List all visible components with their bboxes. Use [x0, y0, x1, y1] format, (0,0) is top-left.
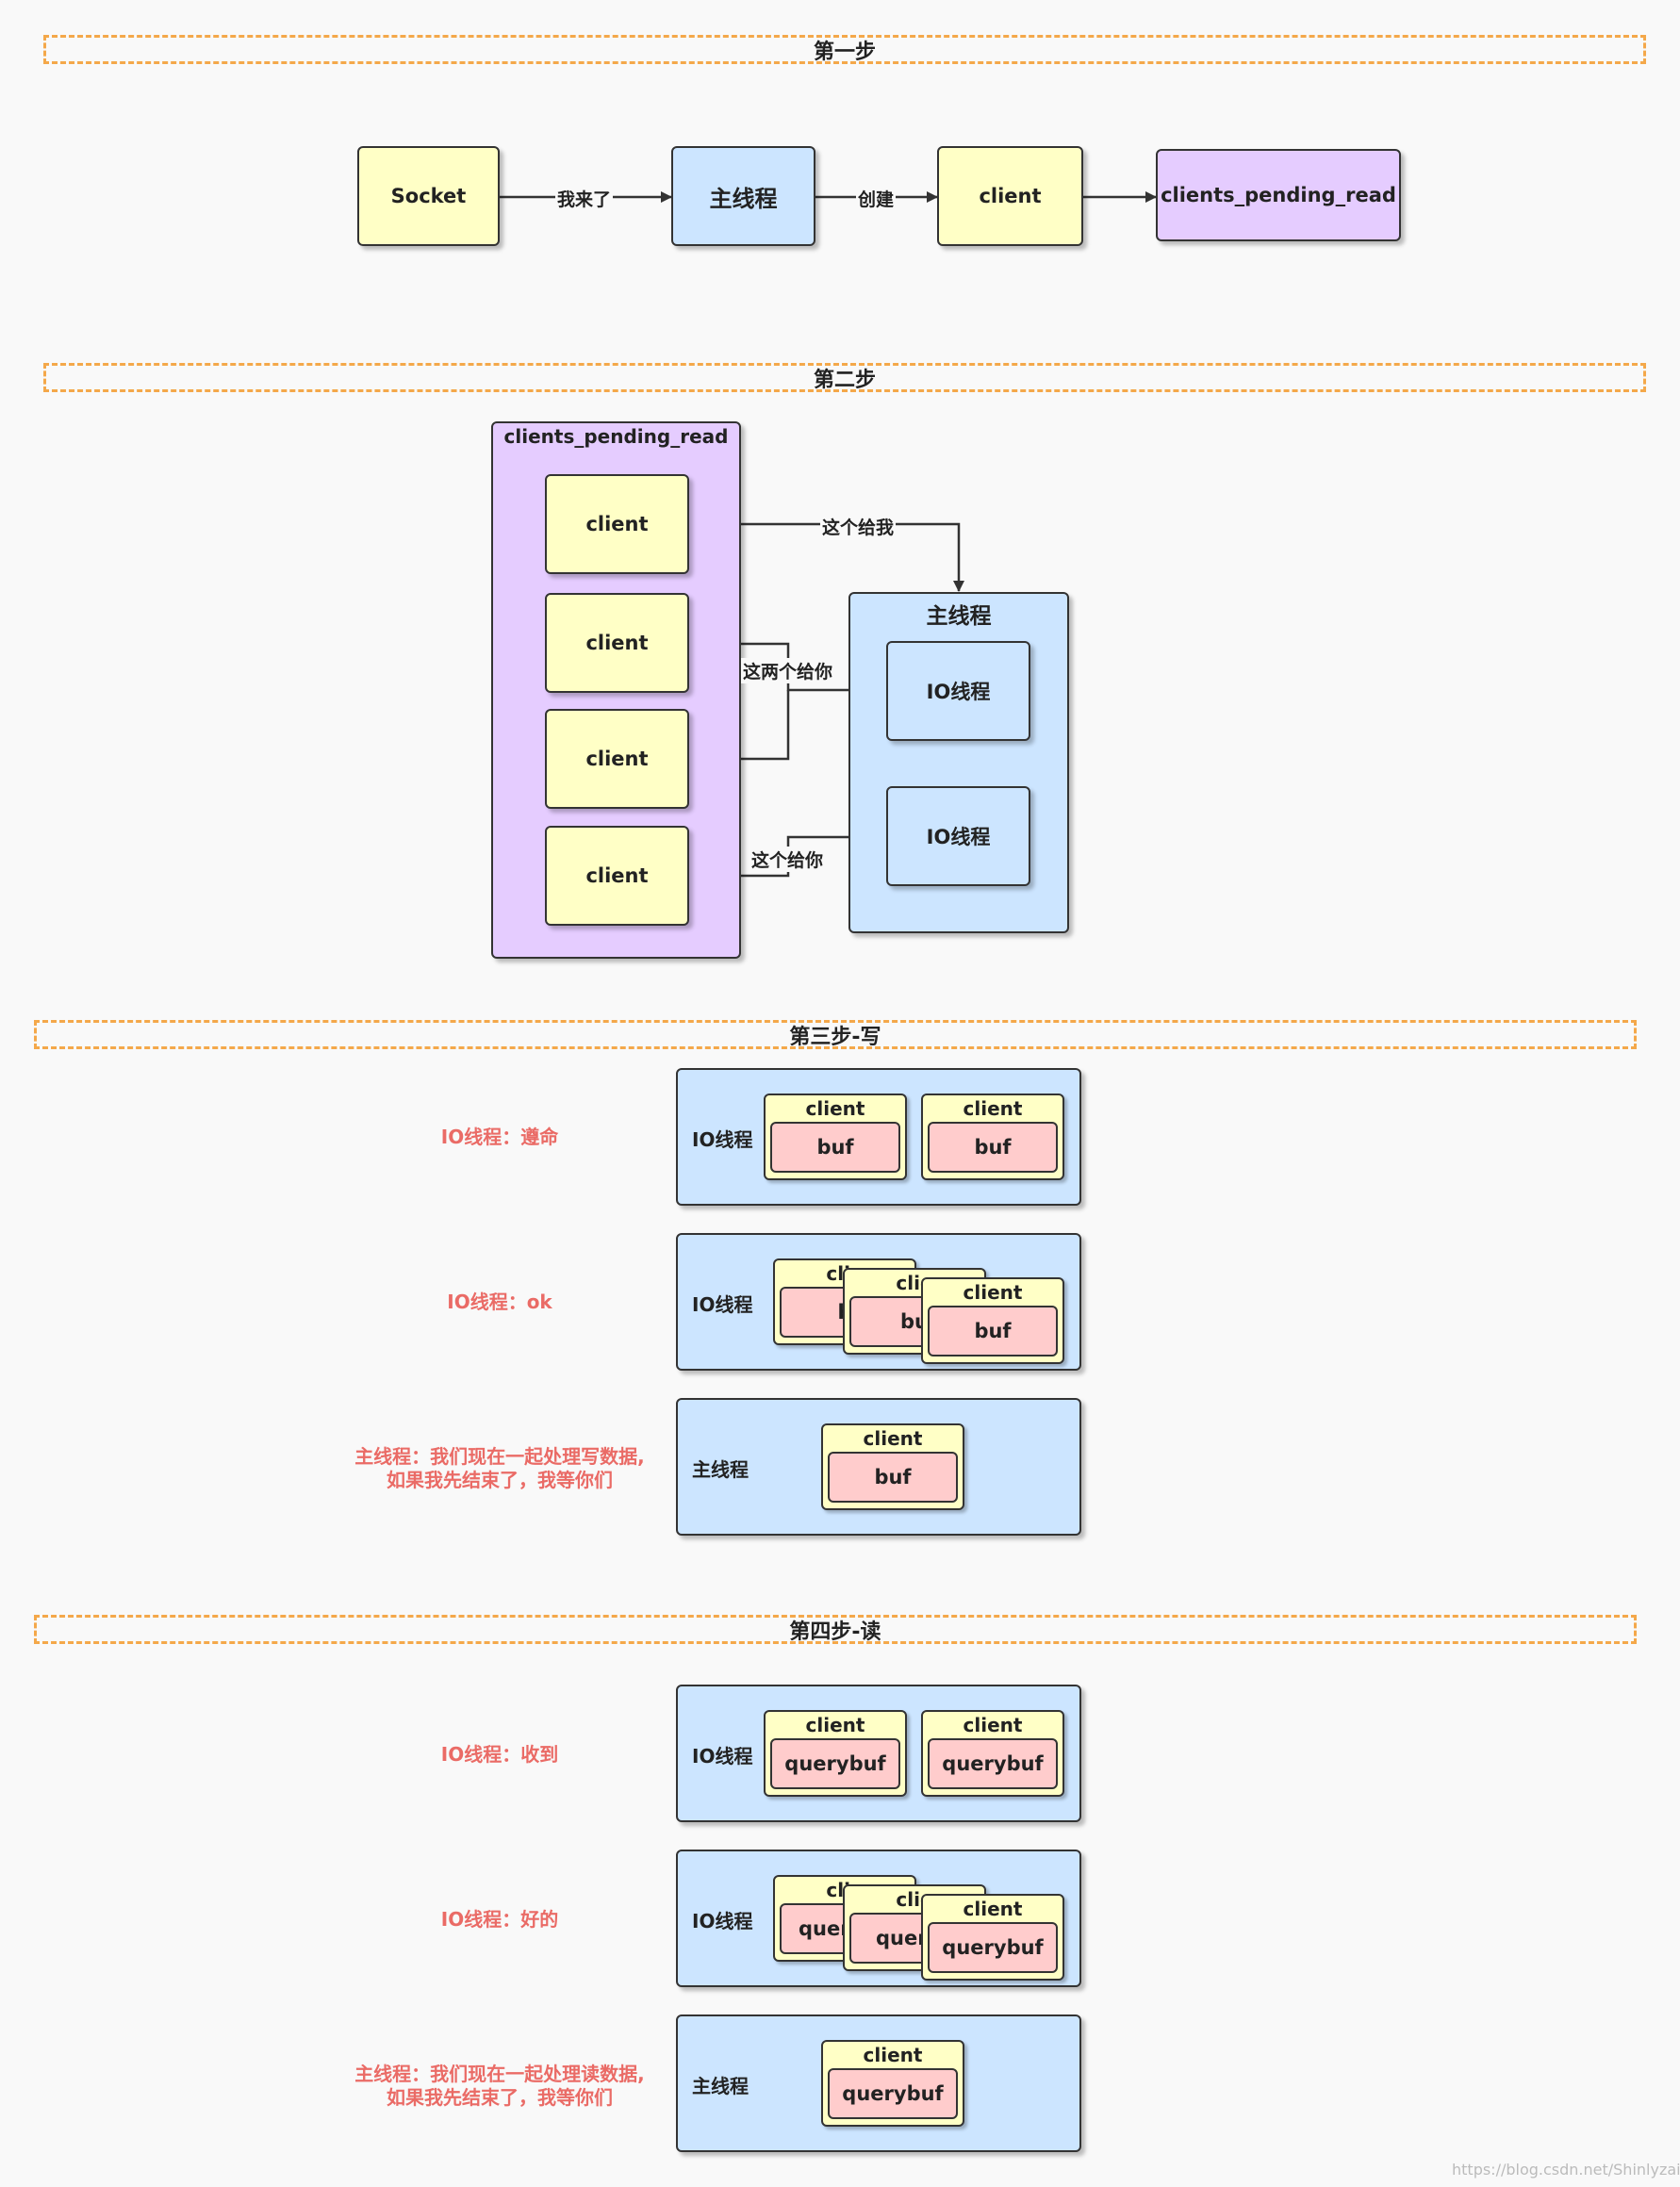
pending-read-title: clients_pending_read [503, 425, 729, 448]
querybuf-box: querybuf [928, 1922, 1058, 1973]
step3-header: 第三步-写 [34, 1020, 1637, 1049]
socket-node: Socket [357, 146, 500, 246]
client-card: client buf [764, 1094, 907, 1180]
client-item: client [545, 826, 689, 926]
pending-read-node: clients_pending_read [1156, 149, 1401, 241]
client-item: client [545, 593, 689, 693]
io-thread-node: IO线程 [886, 641, 1030, 741]
client-card-title: client [805, 1714, 865, 1736]
step4-note-3-line1: 主线程：我们现在一起处理读数据, [354, 2063, 645, 2085]
watermark: https://blog.csdn.net/Shinlyzaiji [1452, 2161, 1680, 2179]
client-card: client querybuf [764, 1710, 907, 1797]
buf-box: buf [928, 1122, 1058, 1173]
step3-note-1: IO线程：遵命 [440, 1126, 559, 1148]
step3-row-3-panel: 主线程 [676, 1398, 1081, 1536]
step1-header: 第一步 [43, 35, 1646, 64]
step3-note-3-line1: 主线程：我们现在一起处理写数据, [354, 1445, 645, 1468]
step3-row-3-label: 主线程 [692, 1458, 749, 1481]
edge-label-one-to-you: 这个给你 [749, 847, 826, 872]
querybuf-box: querybuf [928, 1738, 1058, 1789]
step3-note-2: IO线程：ok [447, 1291, 552, 1313]
querybuf-box: querybuf [770, 1738, 900, 1789]
client-node: client [937, 146, 1083, 246]
client-card: client buf [821, 1423, 964, 1510]
main-thread-node: 主线程 [671, 146, 815, 246]
main-thread-title: 主线程 [926, 604, 992, 629]
client-item: client [545, 709, 689, 809]
step4-header: 第四步-读 [34, 1615, 1637, 1644]
client-card: client querybuf [921, 1710, 1064, 1797]
edge-label-two-to-you: 这两个给你 [741, 658, 835, 683]
step4-row-2-label: IO线程 [692, 1910, 753, 1932]
client-card: client querybuf [821, 2040, 964, 2127]
buf-box: buf [928, 1306, 1058, 1357]
step4-note-3-line2: 如果我先结束了，我等你们 [387, 2086, 613, 2109]
step4-note-1: IO线程：收到 [440, 1743, 559, 1766]
client-card-title: client [963, 1714, 1023, 1736]
step3-row-1-label: IO线程 [692, 1128, 753, 1151]
step2-header: 第二步 [43, 363, 1646, 392]
client-card-title: client [963, 1898, 1023, 1920]
arrow-client1-to-main [689, 522, 964, 592]
client-card-title: client [863, 2044, 923, 2066]
buf-box: buf [770, 1122, 900, 1173]
client-card-title: client [863, 1427, 923, 1450]
client-card-title: client [963, 1281, 1023, 1304]
client-card-title: client [805, 1097, 865, 1120]
client-card: client buf [921, 1094, 1064, 1180]
step4-note-3: 主线程：我们现在一起处理读数据, 如果我先结束了，我等你们 [311, 2063, 688, 2110]
edge-label-give-me: 这个给我 [820, 514, 897, 539]
io-thread-node: IO线程 [886, 786, 1030, 886]
edge-label-create: 创建 [856, 186, 897, 211]
edge-label-come: 我来了 [555, 186, 614, 211]
step3-row-2-label: IO线程 [692, 1293, 753, 1316]
querybuf-box: querybuf [828, 2068, 958, 2119]
client-card-title: client [963, 1097, 1023, 1120]
step4-row-1-label: IO线程 [692, 1745, 753, 1768]
step3-note-3-line2: 如果我先结束了，我等你们 [387, 1469, 613, 1491]
buf-box: buf [828, 1452, 958, 1503]
client-card: client buf [921, 1277, 1064, 1364]
step4-note-2: IO线程：好的 [440, 1908, 559, 1931]
step4-row-3-label: 主线程 [692, 2075, 749, 2097]
step3-note-3: 主线程：我们现在一起处理写数据, 如果我先结束了，我等你们 [311, 1445, 688, 1492]
client-card: client querybuf [921, 1894, 1064, 1981]
client-item: client [545, 474, 689, 574]
